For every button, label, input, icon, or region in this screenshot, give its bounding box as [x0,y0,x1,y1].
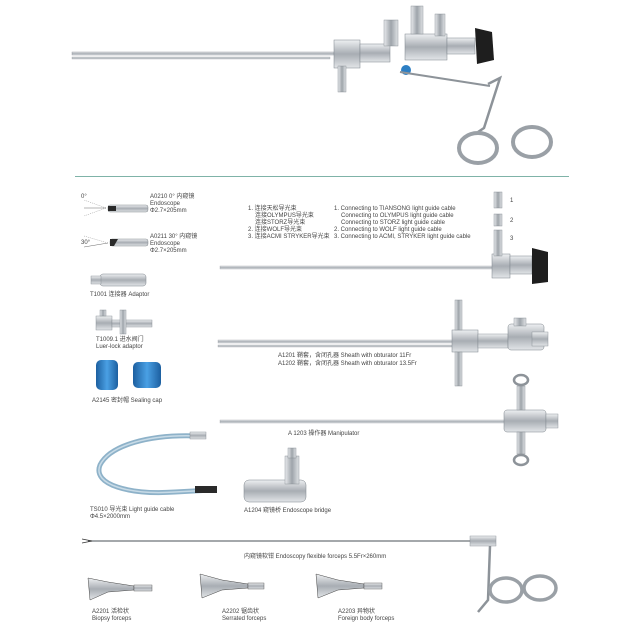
a2145-label: A2145 密封帽 Sealing cap [92,398,163,404]
t1009-label: T1009.1 进水阀门 Luer-lock adaptor [96,337,144,350]
connectors-cn: 1. 连接天松导光束 连接OLYMPUS导光束 连接STORZ导光束 2. 连接… [248,206,330,240]
connector-number-1: 1 [510,198,514,204]
a0211-label: A0211 30° 内窥镜 Endoscope Φ2.7×205mm [150,234,198,254]
endoscope-30-tip [83,235,149,248]
a2201-label: A2201 活检状 Biopsy forceps [92,609,132,622]
sheath-with-obturator [217,299,549,387]
endoscope-0-tip [83,199,149,217]
a0210-label: A0210 0° 内窥镜 Endoscope Φ2.7×205mm [150,194,195,214]
connectors-en: 1. Connecting to TIANSONG light guide ca… [334,206,471,240]
a1202-label: A1202 鞘套，含闭孔器 Sheath with obturator 13.5… [278,361,417,367]
section-divider [75,176,569,177]
angle-label-0: 0° [81,194,87,200]
a1204-label: A1204 窥镜桥 Endoscope bridge [244,508,332,514]
ts010-light-guide-cable [96,431,217,495]
a2203-label: A2203 异物状 Foreign body forceps [338,609,395,622]
angle-label-30: 30° [81,240,91,246]
a2202-serrated-forceps-tip [199,573,265,599]
a1204-endoscope-bridge [243,447,307,503]
a1203-label: A 1203 操作器 Manipulator [288,431,360,437]
assembled-instrument [71,5,553,165]
ts010-label: TS010 导光束 Light guide cable Φ4.5×2000mm [90,507,175,520]
a2203-foreign-body-forceps-tip [315,573,383,599]
flexible-forceps [81,535,558,613]
t1009-luer-lock [95,309,153,335]
connector-number-3: 3 [510,236,514,242]
a1203-manipulator [219,373,559,467]
a2201-biopsy-forceps-tip [87,577,153,601]
t1001-adaptor [90,273,147,287]
flexible-forceps-label: 内窥镜软钳 Endoscopy flexible forceps 5.5Fr×2… [244,554,387,560]
endoscope-assembly [219,191,548,284]
a2145-sealing-caps [96,360,161,390]
a1201-label: A1201 鞘套，含闭孔器 Sheath with obturator 11Fr [278,353,412,359]
connector-number-2: 2 [510,218,514,224]
a2202-label: A2202 锯齿状 Serrated forceps [222,609,267,622]
t1001-label: T1001 连接器 Adaptor [90,292,150,298]
